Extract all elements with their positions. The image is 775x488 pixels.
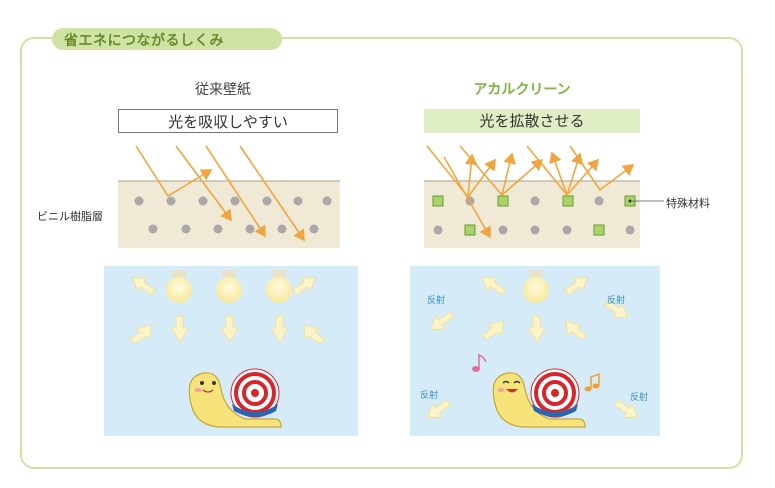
light-bulb-icon [523, 270, 549, 303]
left-caption-box: 光を吸収しやすい [118, 109, 338, 133]
reflect-label: 反射 [630, 393, 649, 403]
right-light-rays [426, 145, 635, 239]
light-bulb-icon [266, 270, 292, 303]
left-resin-layer [118, 181, 340, 248]
snail-icon [492, 368, 586, 428]
light-bulb-icon [166, 270, 192, 303]
right-heading: アカルクリーン [473, 82, 571, 98]
page-title: 省エネにつながるしくみ [64, 33, 225, 49]
music-note-icon [584, 372, 600, 392]
left-light-rays [135, 145, 305, 242]
right-caption-box: 光を拡散させる [424, 109, 640, 133]
music-note-icon [472, 353, 487, 372]
reflect-label: 反射 [607, 296, 626, 306]
left-heading: 従来壁紙 [195, 82, 251, 98]
light-arrow-icon [426, 277, 639, 418]
vinyl-layer-label: ビニル樹脂層 [37, 210, 103, 223]
left-particles [134, 196, 332, 234]
snail-icon [188, 368, 282, 428]
title-tab [52, 28, 282, 50]
reflect-label: 反射 [420, 391, 439, 401]
right-resin-layer [424, 181, 640, 248]
reflect-label: 反射 [427, 296, 446, 306]
light-arrow-icon [128, 277, 327, 345]
special-material-label: 特殊材料 [666, 197, 710, 210]
light-bulb-icon [216, 270, 242, 303]
